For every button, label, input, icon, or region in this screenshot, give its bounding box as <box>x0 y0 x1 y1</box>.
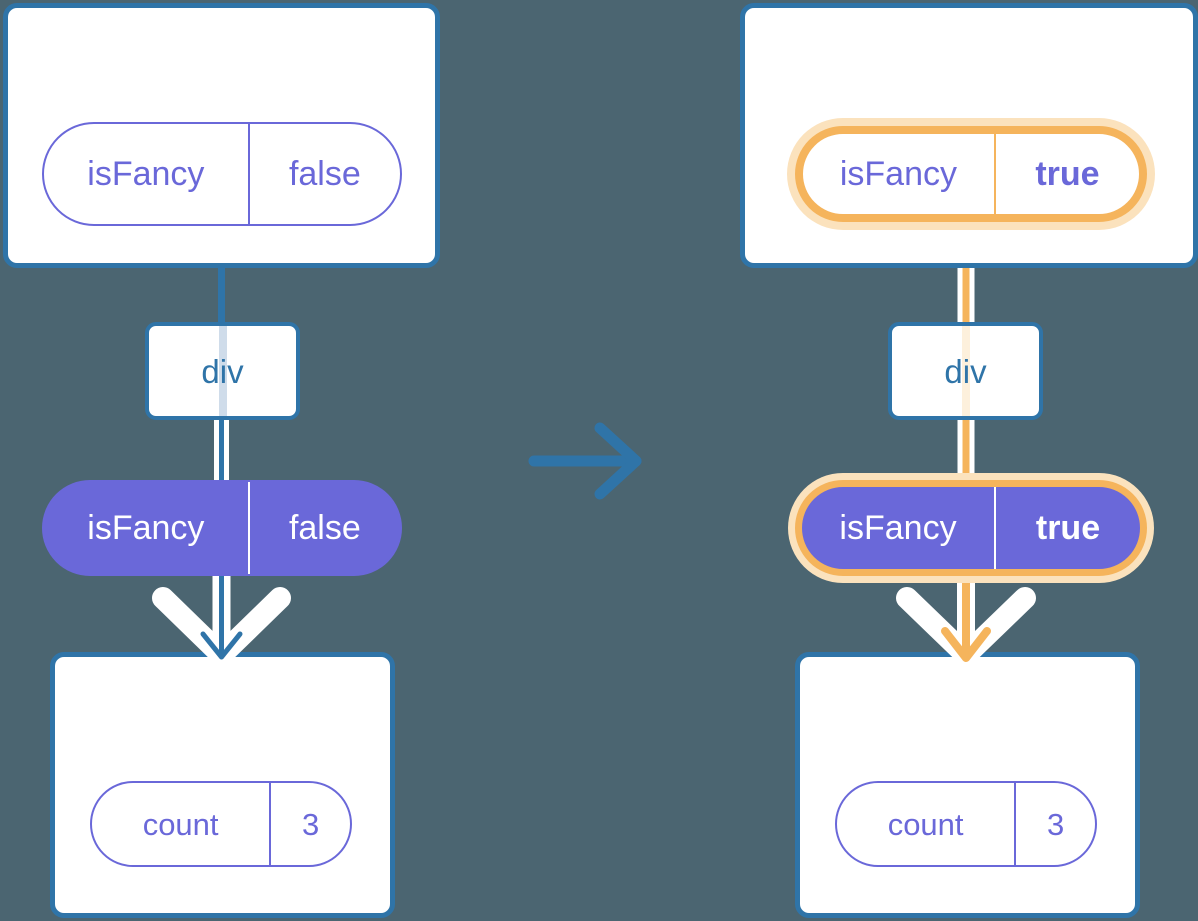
div-node-box: div <box>145 322 300 420</box>
prop-state-name: isFancy <box>87 509 205 547</box>
div-node-box: div <box>888 322 1043 420</box>
counter-state-name: count <box>142 806 219 842</box>
counter-state-pill[interactable]: count 3 <box>835 781 1097 867</box>
app-state-pill[interactable]: isFancy true <box>795 126 1147 222</box>
after-panel: App isFancy true div isFancy true <box>740 0 1198 921</box>
arrow-blue-core <box>200 566 243 660</box>
app-state-value: false <box>247 124 400 224</box>
prop-state-pill[interactable]: isFancy false <box>42 480 402 576</box>
counter-state-value: 3 <box>1014 783 1095 865</box>
div-inner-wire <box>961 326 970 416</box>
before-prop-arrow <box>152 566 291 666</box>
after-prop-arrow <box>896 566 1036 666</box>
right-arrow-icon <box>528 422 642 500</box>
prop-state-value: false <box>247 482 400 574</box>
div-node-label: div <box>201 352 244 390</box>
counter-state-name: count <box>887 806 964 842</box>
counter-state-pill[interactable]: count 3 <box>90 781 352 867</box>
prop-state-pill[interactable]: isFancy true <box>795 480 1147 576</box>
prop-state-name: isFancy <box>839 509 957 547</box>
div-inner-wire <box>218 326 227 416</box>
app-state-name: isFancy <box>839 155 957 193</box>
arrow-orange-core <box>941 566 991 662</box>
prop-state-value: true <box>994 487 1140 569</box>
counter-state-value: 3 <box>269 783 350 865</box>
app-state-name: isFancy <box>87 155 205 193</box>
before-panel: App isFancy false div isFancy false <box>0 0 443 921</box>
app-state-pill[interactable]: isFancy false <box>42 122 402 226</box>
div-node-label: div <box>944 352 987 390</box>
app-state-value: true <box>993 134 1139 214</box>
